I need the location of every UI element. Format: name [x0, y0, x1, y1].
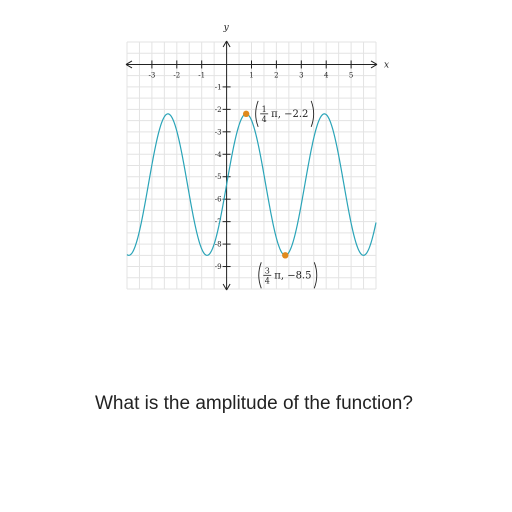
x-tick-label: 2: [274, 71, 278, 79]
grid: [126, 41, 377, 290]
fraction-denominator: 4: [265, 276, 270, 285]
x-axis-left-arrow: [125, 60, 133, 69]
y-tick-label: -3: [215, 128, 222, 136]
point-label: 34 π, −8.5: [258, 262, 318, 289]
x-axis-right-arrow: [370, 60, 378, 69]
point-label-text: π, −8.5: [274, 270, 311, 281]
fraction-denominator: 4: [262, 115, 267, 124]
point-marker: [242, 110, 250, 118]
right-paren: [313, 262, 318, 289]
left-paren: [258, 262, 262, 289]
x-axis-label: x: [384, 60, 389, 70]
y-tick-label: -4: [215, 151, 222, 159]
y-tick-label: -5: [215, 173, 222, 181]
y-tick-label: -8: [215, 241, 222, 249]
x-tick-label: -3: [148, 71, 155, 79]
fraction-numerator: 1: [262, 105, 267, 114]
sine-curve: [126, 113, 377, 256]
y-axis-label: y: [223, 23, 230, 33]
fraction-numerator: 3: [265, 266, 270, 275]
x-tick-label: -1: [198, 71, 205, 79]
y-tick-label: -1: [215, 83, 222, 91]
left-paren: [255, 100, 259, 128]
y-tick-label: -2: [215, 106, 222, 114]
x-tick-label: 3: [299, 71, 303, 79]
axes: xy: [125, 23, 389, 291]
y-tick-label: -9: [215, 263, 222, 271]
point-label: 14 π, −2.2: [255, 100, 315, 128]
y-tick-label: -7: [215, 218, 222, 226]
question-text: What is the amplitude of the function?: [95, 393, 413, 414]
x-tick-label: -2: [173, 71, 180, 79]
x-tick-label: 1: [249, 71, 253, 79]
x-tick-label: 5: [349, 71, 353, 79]
point-marker: [282, 252, 289, 259]
point-label-text: π, −2.2: [271, 109, 308, 120]
ticks: -3 -2 -1 1 2 3 4 5 -1 -2 -3 -4 -5 -6 -7 -8 -9: [148, 60, 353, 271]
y-axis-bottom-arrow: [222, 283, 231, 291]
y-axis-top-arrow: [222, 40, 231, 48]
y-tick-label: -6: [215, 196, 222, 204]
right-paren: [310, 100, 315, 128]
x-tick-label: 4: [324, 71, 329, 79]
